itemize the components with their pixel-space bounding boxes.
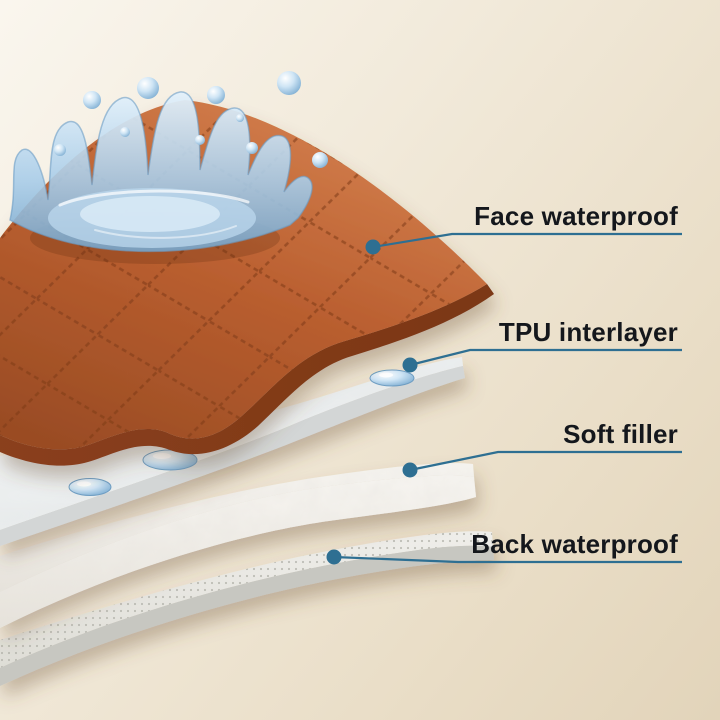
callout-line-filler (409, 450, 682, 472)
water-droplet (68, 478, 112, 496)
label-back-waterproof: Back waterproof (471, 529, 678, 559)
water-droplet (277, 71, 301, 95)
callout-dots (326, 239, 418, 565)
callout-line-face (372, 232, 682, 249)
water-droplet (369, 369, 415, 387)
callout-dot-back (326, 549, 342, 565)
label-tpu-interlayer: TPU interlayer (498, 317, 678, 347)
back-waterproof-layer (0, 531, 494, 686)
callout-dot-tpu (402, 357, 418, 373)
water-splash (9, 91, 313, 264)
callout-line-tpu (409, 348, 682, 367)
label-face-waterproof: Face waterproof (474, 201, 678, 231)
water-droplet (312, 152, 328, 168)
water-droplet (236, 114, 244, 122)
callout-dot-face (365, 239, 381, 255)
callout-dot-filler (402, 462, 418, 478)
water-droplet (54, 144, 66, 156)
water-droplet (207, 86, 225, 104)
callout-lines (333, 232, 682, 564)
soft-filler-layer (0, 463, 476, 628)
callout-line-back (333, 555, 682, 564)
water-droplet (195, 135, 205, 145)
water-droplet (137, 77, 159, 99)
water-droplet (120, 127, 130, 137)
splash-droplets (54, 71, 328, 168)
label-soft-filler: Soft filler (563, 419, 678, 449)
water-droplet (246, 142, 258, 154)
water-droplet (83, 91, 101, 109)
